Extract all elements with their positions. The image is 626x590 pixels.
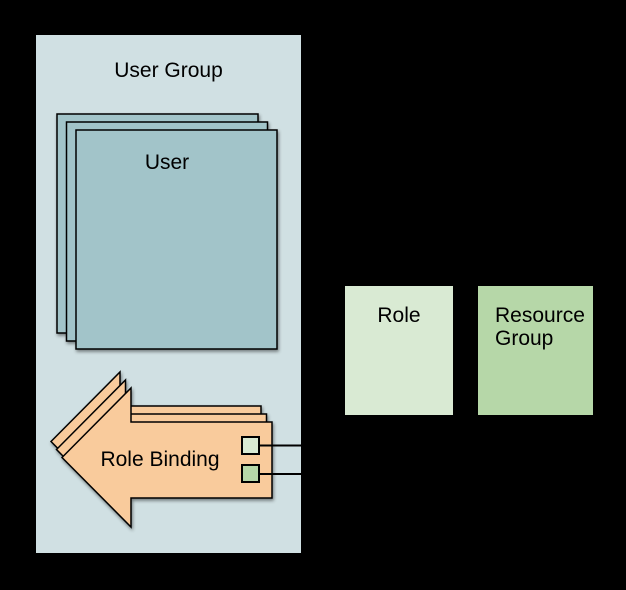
role-binding-stack [49,370,273,529]
role-binding-chips [241,436,260,483]
user-card-front [75,129,278,350]
user-group-label: User Group [114,59,223,82]
user-label: User [144,151,190,174]
role-box [345,286,453,415]
resource-group-box [478,286,593,415]
role-binding-arrow-front [60,386,273,529]
resource-group-chip [241,464,260,483]
user-stack [56,113,278,350]
role-binding-label: Role Binding [100,448,220,471]
role-chip [241,436,260,455]
resource-group-label: Resource Group [495,304,585,350]
role-label: Role [377,304,421,327]
